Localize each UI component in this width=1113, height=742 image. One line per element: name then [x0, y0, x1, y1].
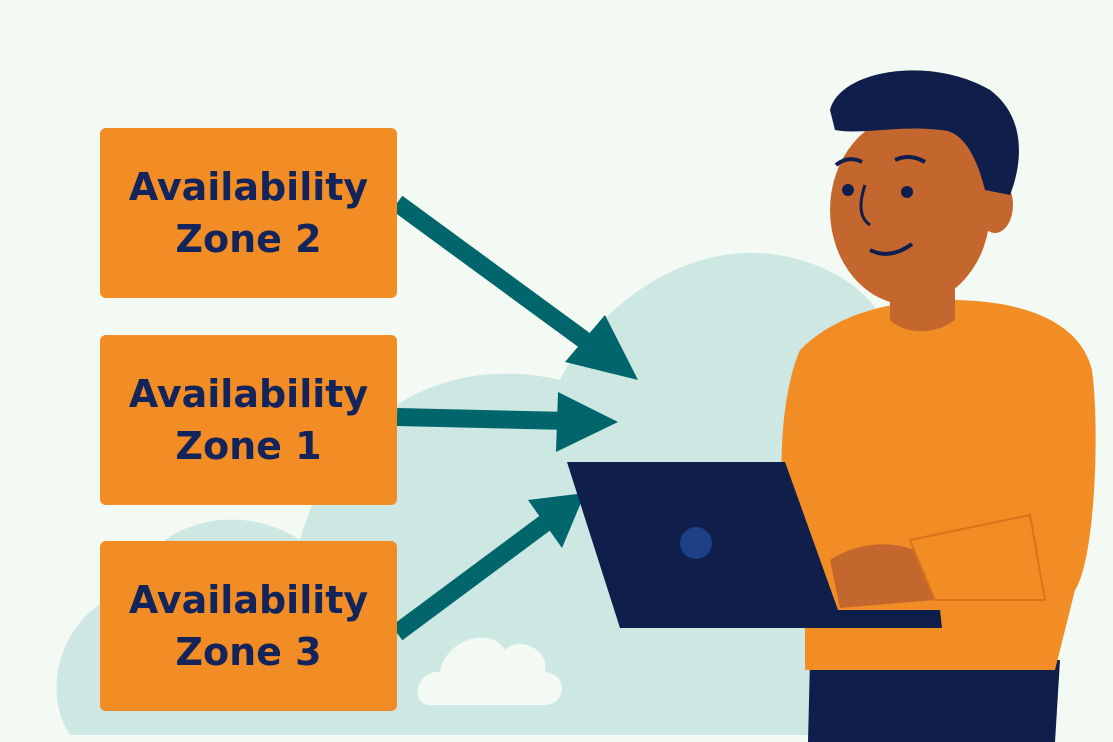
zone-label-line2: Zone 1: [175, 424, 322, 468]
laptop-logo-icon: [680, 527, 712, 559]
smile: [869, 242, 914, 256]
zone-label-line1: Availability: [128, 578, 369, 622]
small-cloud-icon: [417, 637, 562, 705]
person: [567, 70, 1096, 742]
arrow-zone3-icon: [391, 493, 585, 641]
left-eye: [842, 184, 854, 196]
eyebrows: [834, 155, 927, 167]
hair: [830, 70, 1019, 195]
right-eye: [901, 186, 913, 198]
zone-label-line1: Availability: [128, 165, 369, 209]
zone-label-line1: Availability: [128, 372, 369, 416]
arrow-zone2-icon: [391, 195, 638, 380]
arrows: [391, 195, 638, 641]
zone-label-line2: Zone 2: [175, 217, 322, 261]
arrow-zone1-icon: [396, 392, 618, 452]
zone-label-line2: Zone 3: [175, 630, 322, 674]
pants: [808, 660, 1060, 742]
hand: [830, 544, 935, 608]
sleeve: [908, 513, 1047, 601]
laptop: [567, 462, 942, 628]
face: [830, 115, 990, 305]
nose: [859, 184, 871, 227]
